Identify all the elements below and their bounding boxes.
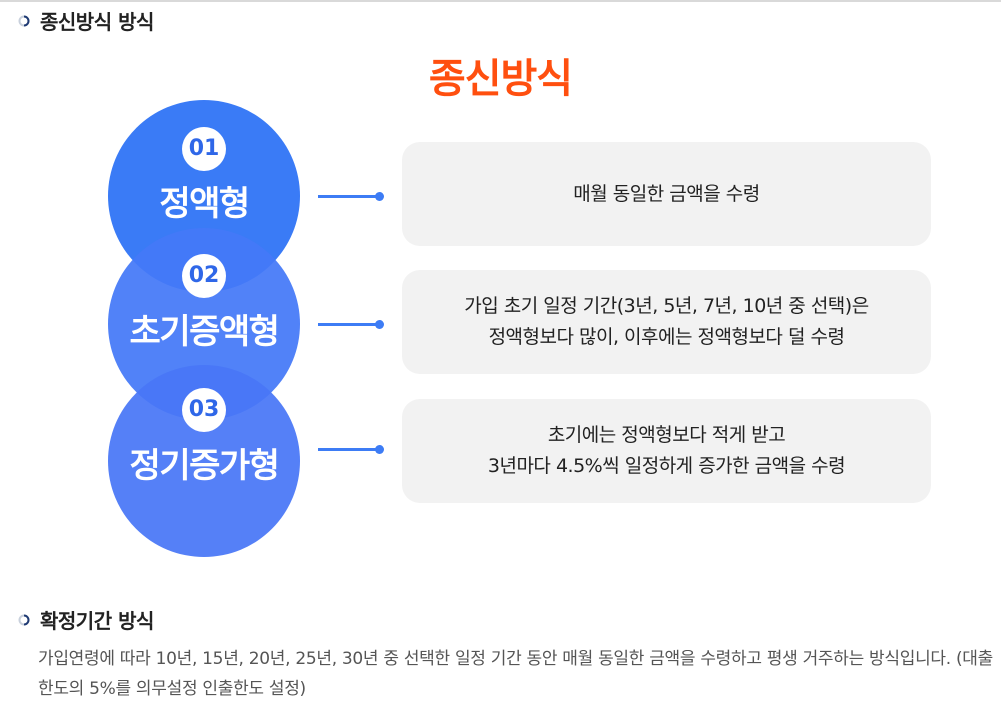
half-circle-bullet-icon — [18, 614, 30, 625]
description-line: 초기에는 정액형보다 적게 받고 — [547, 424, 786, 446]
number-badge: 02 — [182, 254, 226, 298]
description-box-fixed: 매월 동일한 금액을 수령 — [402, 142, 931, 246]
fixed-period-description: 가입연령에 따라 10년, 15년, 20년, 25년, 30년 중 선택한 일… — [38, 649, 993, 699]
connector-line — [318, 320, 384, 329]
circle-periodic-increase-type: 03 정기증가형 — [108, 365, 300, 557]
circle-initial-increase-type: 02 초기증액형 — [108, 228, 300, 420]
number-badge: 01 — [182, 127, 226, 171]
description-box-periodic-increase: 초기에는 정액형보다 적게 받고 3년마다 4.5%씩 일정하게 증가한 금액을… — [402, 399, 931, 503]
number-badge: 03 — [182, 388, 226, 432]
description-line: 3년마다 4.5%씩 일정하게 증가한 금액을 수령 — [487, 455, 846, 477]
section-heading-text: 종신방식 방식 — [40, 10, 154, 34]
section-heading-fixed-period: 확정기간 방식 — [18, 605, 154, 634]
half-circle-bullet-icon — [18, 15, 30, 26]
diagram-title: 종신방식 — [428, 56, 573, 102]
connector-line — [318, 192, 384, 201]
description-line: 정액형보다 많이, 이후에는 정액형보다 덜 수령 — [488, 326, 845, 348]
section-heading-text: 확정기간 방식 — [40, 609, 154, 633]
circle-label: 정액형 — [159, 184, 250, 224]
section-heading-lifetime: 종신방식 방식 — [18, 6, 154, 35]
top-divider — [0, 0, 1001, 2]
circle-label: 정기증가형 — [129, 446, 280, 486]
description-box-initial-increase: 가입 초기 일정 기간(3년, 5년, 7년, 10년 중 선택)은 정액형보다… — [402, 270, 931, 374]
connector-line — [318, 445, 384, 454]
circle-label: 초기증액형 — [129, 312, 280, 352]
description-line: 매월 동일한 금액을 수령 — [573, 182, 760, 205]
description-line: 가입 초기 일정 기간(3년, 5년, 7년, 10년 중 선택)은 — [464, 295, 869, 317]
